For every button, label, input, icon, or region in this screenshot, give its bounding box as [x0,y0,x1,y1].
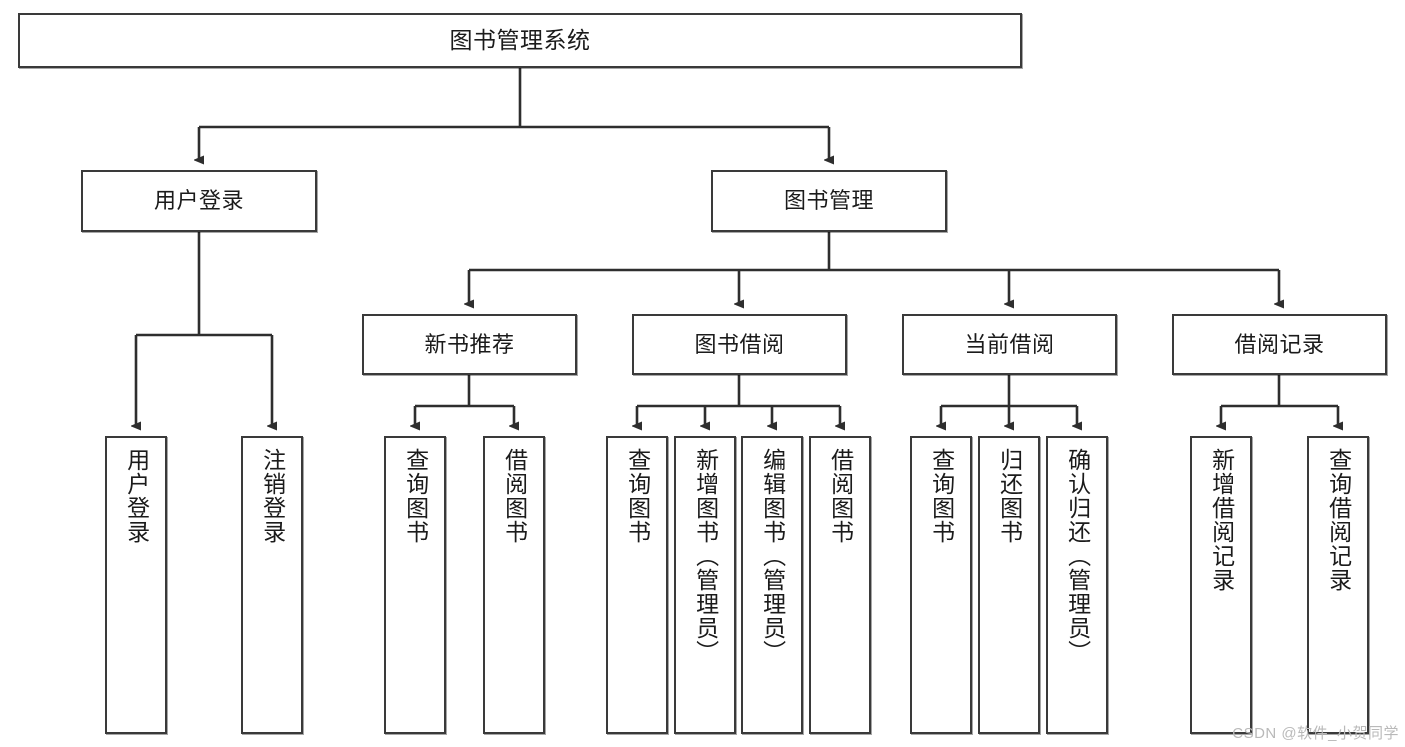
node-leaf-user-login[interactable]: 用户登录 [105,436,167,734]
node-leaf-add-book-admin[interactable]: 新增图书（管理员） [674,436,736,734]
node-leaf-return-book[interactable]: 归还图书 [978,436,1040,734]
node-root[interactable]: 图书管理系统 [18,13,1022,68]
node-leaf-logout-login-label: 注销登录 [259,448,286,544]
node-book-borrow-label: 图书借阅 [694,331,785,357]
node-new-book-recommend-label: 新书推荐 [424,331,515,357]
watermark: CSDN @软件_小贺同学 [1232,725,1399,742]
node-leaf-query-book-2-label: 查询图书 [624,448,651,544]
node-leaf-borrow-book-1-label: 借阅图书 [501,448,528,544]
node-leaf-query-borrow-record[interactable]: 查询借阅记录 [1307,436,1369,734]
node-leaf-query-borrow-record-label: 查询借阅记录 [1325,448,1352,592]
node-leaf-user-login-label: 用户登录 [123,448,150,544]
node-leaf-borrow-book-2[interactable]: 借阅图书 [809,436,871,734]
node-leaf-query-book-3-label: 查询图书 [928,448,955,544]
node-current-borrow[interactable]: 当前借阅 [902,314,1117,375]
node-root-label: 图书管理系统 [449,26,591,53]
node-leaf-add-borrow-record[interactable]: 新增借阅记录 [1190,436,1252,734]
node-leaf-borrow-book-2-label: 借阅图书 [827,448,854,544]
node-leaf-query-book-1-label: 查询图书 [402,448,429,544]
node-book-management-label: 图书管理 [783,188,874,214]
node-book-borrow[interactable]: 图书借阅 [632,314,847,375]
node-leaf-confirm-return-admin-label: 确认归还（管理员） [1064,448,1091,664]
node-current-borrow-label: 当前借阅 [964,331,1055,357]
node-leaf-edit-book-admin-label: 编辑图书（管理员） [759,448,786,664]
node-leaf-borrow-book-1[interactable]: 借阅图书 [483,436,545,734]
node-user-login[interactable]: 用户登录 [81,170,317,232]
node-leaf-query-book-2[interactable]: 查询图书 [606,436,668,734]
node-leaf-return-book-label: 归还图书 [996,448,1023,544]
node-leaf-add-borrow-record-label: 新增借阅记录 [1208,448,1235,592]
node-user-login-label: 用户登录 [153,188,244,214]
node-borrow-record[interactable]: 借阅记录 [1172,314,1387,375]
node-new-book-recommend[interactable]: 新书推荐 [362,314,577,375]
node-leaf-confirm-return-admin[interactable]: 确认归还（管理员） [1046,436,1108,734]
node-leaf-edit-book-admin[interactable]: 编辑图书（管理员） [741,436,803,734]
node-leaf-logout-login[interactable]: 注销登录 [241,436,303,734]
node-book-management[interactable]: 图书管理 [711,170,947,232]
node-leaf-add-book-admin-label: 新增图书（管理员） [692,448,719,664]
node-leaf-query-book-3[interactable]: 查询图书 [910,436,972,734]
node-leaf-query-book-1[interactable]: 查询图书 [384,436,446,734]
node-borrow-record-label: 借阅记录 [1234,331,1325,357]
